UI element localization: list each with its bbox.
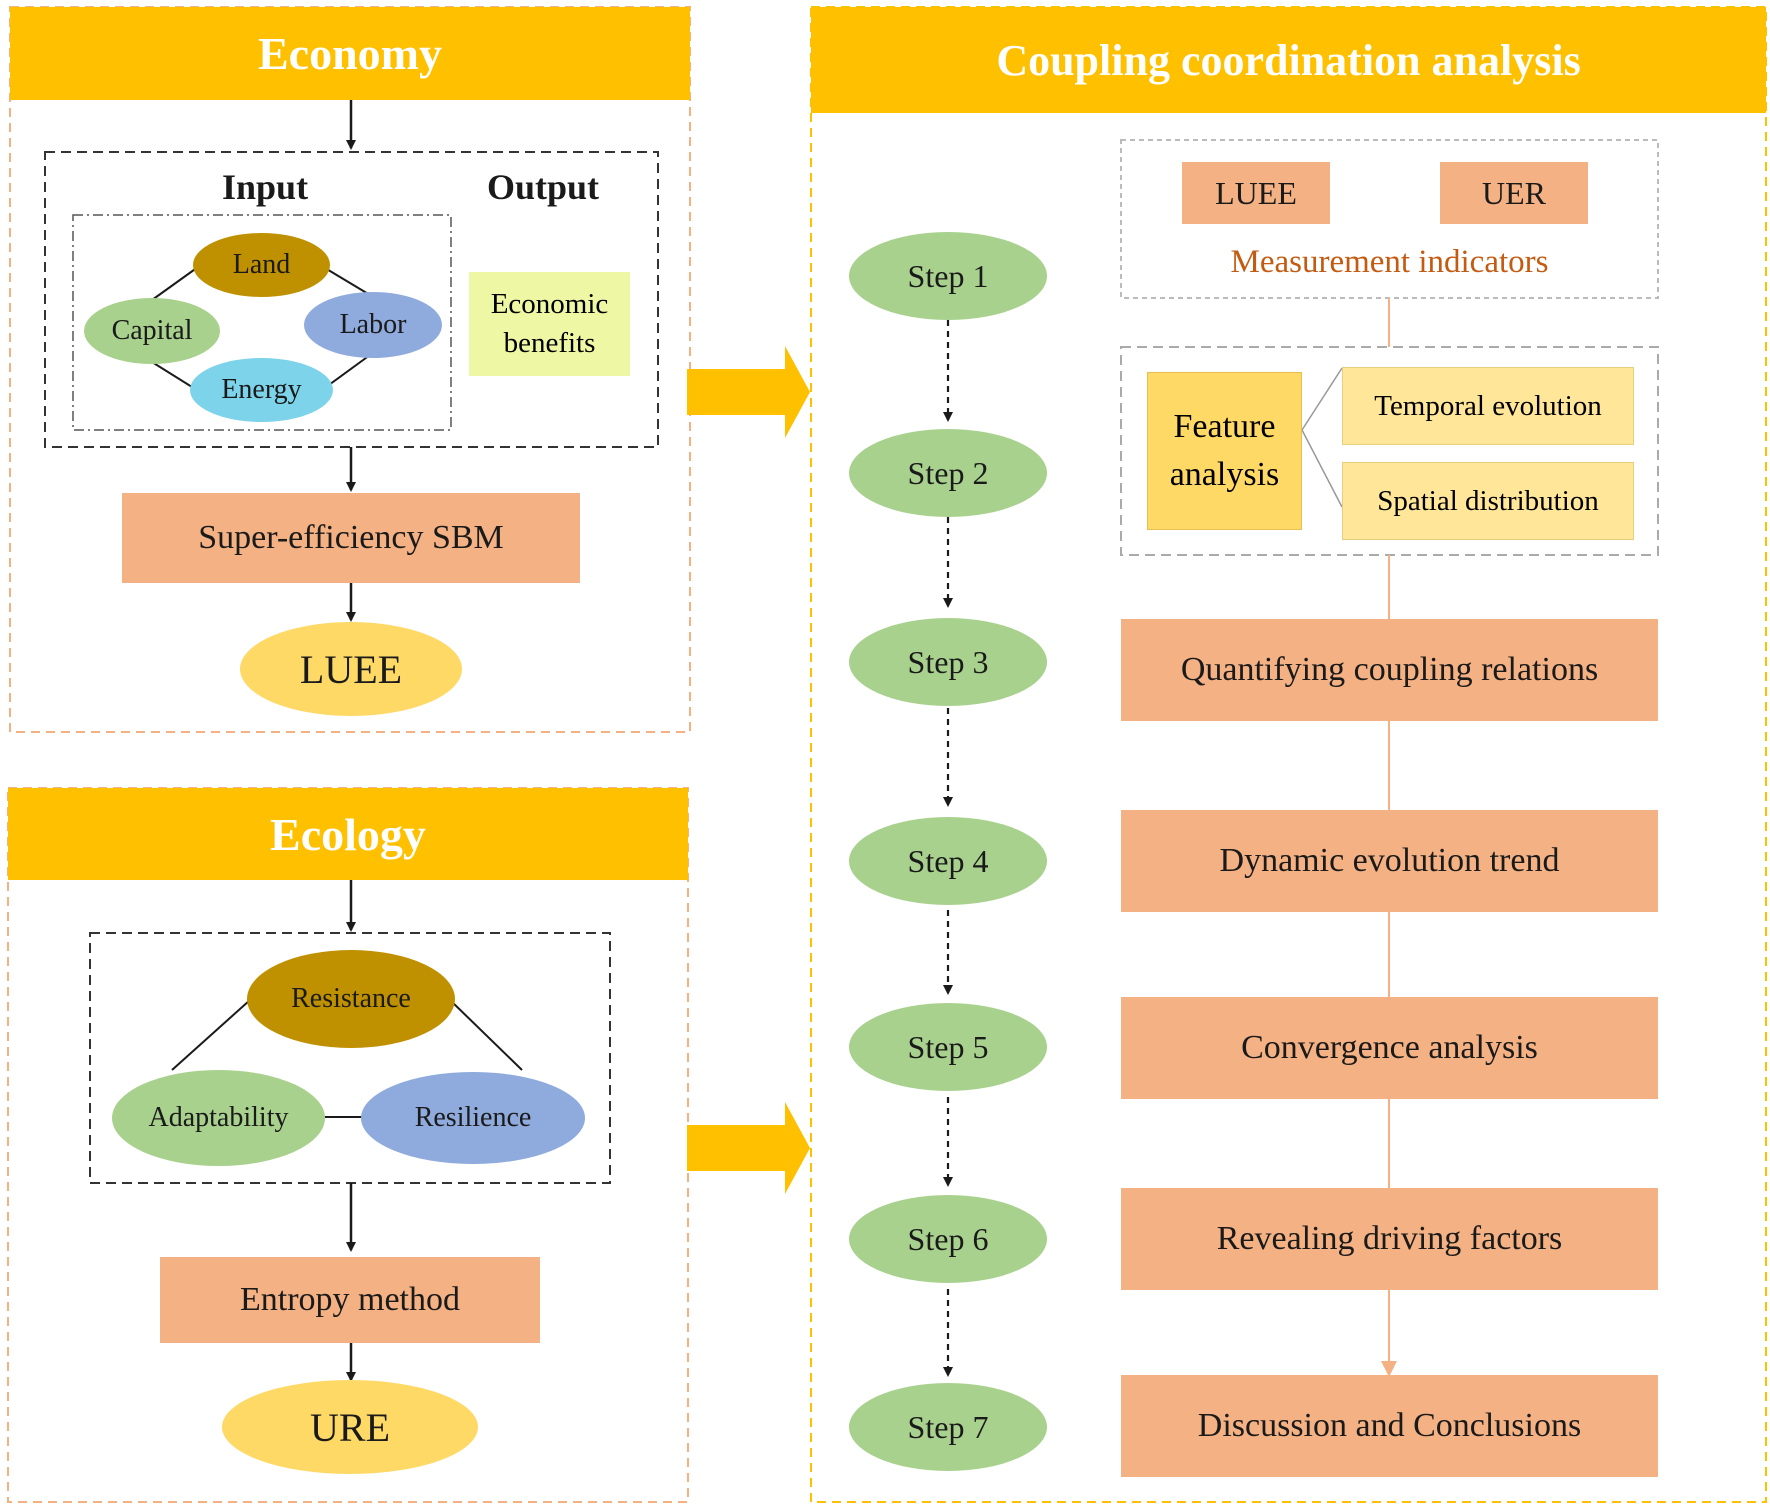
feature-bracket	[1301, 367, 1343, 508]
result-ure: URE	[222, 1380, 478, 1474]
indicator-luee: LUEE	[1182, 162, 1330, 224]
coupling-panel-frame	[810, 6, 1767, 1503]
economy-header: Economy	[10, 7, 690, 100]
method-entropy: Entropy method	[160, 1257, 540, 1343]
indicators-caption: Measurement indicators	[1230, 244, 1549, 280]
method-super-efficiency-sbm: Super-efficiency SBM	[122, 493, 580, 583]
task-discussion-and-conclusions: Discussion and Conclusions	[1121, 1375, 1658, 1477]
task-dynamic-evolution-trend: Dynamic evolution trend	[1121, 810, 1658, 912]
step-5: Step 5	[849, 1003, 1047, 1091]
input-label: Input	[222, 167, 309, 207]
coupling-header: Coupling coordination analysis	[811, 7, 1766, 113]
input-land: Land	[193, 233, 330, 297]
step-1: Step 1	[849, 232, 1047, 320]
dimension-resilience: Resilience	[361, 1072, 585, 1164]
block-arrow-economy	[687, 346, 810, 438]
indicator-uer: UER	[1440, 162, 1588, 224]
step-4: Step 4	[849, 817, 1047, 905]
feature-spatial-distribution: Spatial distribution	[1342, 462, 1634, 540]
dimension-links	[171, 999, 523, 1118]
step-7: Step 7	[849, 1383, 1047, 1471]
economy-input-frame	[72, 214, 452, 431]
dimension-adaptability: Adaptability	[112, 1070, 325, 1166]
step-6: Step 6	[849, 1195, 1047, 1283]
task-revealing-driving-factors: Revealing driving factors	[1121, 1188, 1658, 1290]
step-2: Step 2	[849, 429, 1047, 517]
result-luee: LUEE	[240, 622, 462, 716]
input-labor: Labor	[304, 292, 442, 358]
output-label: Output	[487, 167, 600, 207]
input-capital: Capital	[84, 298, 220, 364]
input-energy: Energy	[190, 358, 333, 422]
feature-analysis-box: Feature analysis	[1147, 372, 1302, 530]
dimension-resistance: Resistance	[247, 950, 455, 1048]
block-arrow-ecology	[687, 1102, 810, 1194]
feature-temporal-evolution: Temporal evolution	[1342, 367, 1634, 445]
step-3: Step 3	[849, 618, 1047, 706]
ecology-header: Ecology	[8, 788, 688, 880]
task-quantifying-coupling-relations: Quantifying coupling relations	[1121, 619, 1658, 721]
task-convergence-analysis: Convergence analysis	[1121, 997, 1658, 1099]
economy-io-frame	[44, 151, 659, 448]
output-economic-benefits: Economic benefits	[469, 272, 630, 376]
